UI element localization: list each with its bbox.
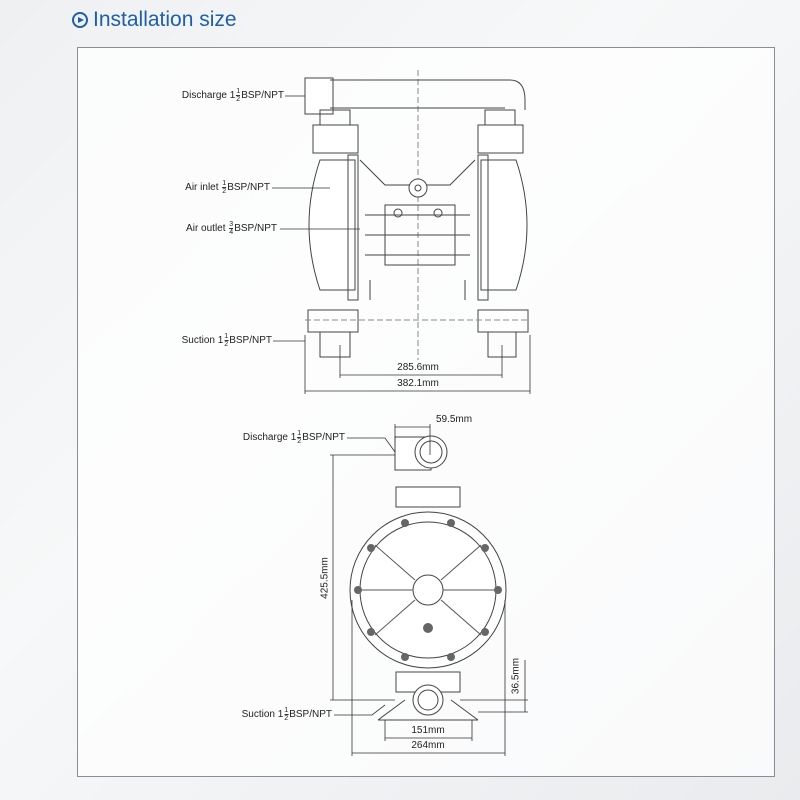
section-title-text: Installation size	[93, 8, 237, 31]
side-view-dimension-lines	[330, 424, 528, 756]
dimension-outlet-offset: 59.5mm	[435, 414, 473, 425]
label-spec: BSP/NPT	[289, 709, 332, 720]
label-whole: 1	[217, 335, 224, 346]
label-spec: BSP/NPT	[302, 432, 345, 443]
frac-num: 1	[284, 707, 289, 715]
section-title: Installation size	[72, 8, 237, 32]
frac-num: 1	[297, 430, 302, 438]
label-spec: BSP/NPT	[234, 223, 277, 234]
front-view-pump	[304, 70, 530, 360]
frac-den: 2	[224, 341, 229, 348]
label-spec: BSP/NPT	[227, 182, 270, 193]
dimension-base-inner: 151mm	[411, 725, 445, 736]
frac-num: 1	[222, 180, 227, 188]
frac-num: 1	[224, 333, 229, 341]
play-circle-icon	[72, 12, 88, 28]
label-name: Suction	[181, 335, 215, 346]
frac-den: 2	[222, 188, 227, 195]
label-whole: 1	[229, 90, 236, 101]
frac-den: 2	[297, 438, 302, 445]
label-name: Discharge	[181, 90, 227, 101]
dimension-base-outer: 264mm	[411, 740, 445, 751]
frac-den: 2	[284, 715, 289, 722]
label-name: Suction	[241, 709, 275, 720]
dimension-outer-width: 382.1mm	[397, 378, 439, 389]
dimension-inner-width: 285.6mm	[397, 362, 439, 373]
label-name: Discharge	[242, 432, 288, 443]
dimension-inlet-height: 36.5mm	[510, 657, 522, 695]
frac-num: 3	[229, 221, 234, 229]
frac-num: 1	[236, 88, 241, 96]
dimension-height: 425.5mm	[319, 557, 331, 599]
label-name: Air inlet	[185, 182, 219, 193]
label-spec: BSP/NPT	[229, 335, 272, 346]
label-spec: BSP/NPT	[241, 90, 284, 101]
label-whole: 1	[290, 432, 297, 443]
label-whole: 1	[277, 709, 284, 720]
side-view-pump	[349, 435, 507, 721]
frac-den: 2	[236, 96, 241, 103]
front-view-dimension-lines	[272, 95, 531, 394]
label-name: Air outlet	[186, 223, 226, 234]
frac-den: 4	[229, 229, 234, 236]
